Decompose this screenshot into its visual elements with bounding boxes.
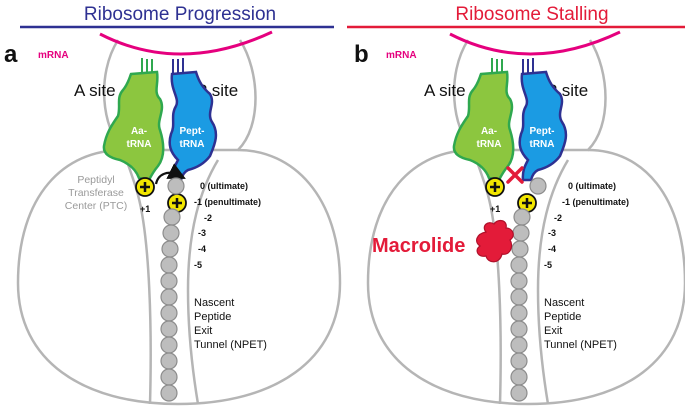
peptide-residue-2: [513, 208, 531, 226]
peptide-residue-3: [512, 224, 530, 242]
panel-a-letter: a: [4, 41, 18, 68]
ptc-label-line1: Peptidyl: [77, 174, 114, 186]
position-label-0: 0 (ultimate): [568, 181, 616, 191]
peptide-residue-10: [160, 336, 178, 354]
plus-one-label: +1: [140, 204, 150, 214]
peptide-residue-0: [167, 177, 185, 195]
npet-label-line2: Peptide: [194, 311, 231, 323]
pept-trna-label-line2: tRNA: [180, 139, 205, 150]
peptide-residue-4: [161, 240, 179, 258]
mrna-label: mRNA: [386, 50, 417, 61]
peptide-residue-12: [510, 368, 528, 386]
peptide-residue-5: [160, 256, 178, 274]
aa-trna-label-line2: tRNA: [477, 139, 502, 150]
pept-trna-label-line1: Pept-: [180, 126, 205, 137]
peptide-residue-12: [160, 368, 178, 386]
peptide-residue-8: [510, 304, 528, 322]
aa-trna-label-line1: Aa-: [131, 126, 147, 137]
mrna-strand: [449, 30, 621, 56]
panel-b-letter: b: [354, 41, 369, 68]
ribosome-large-subunit: [366, 148, 685, 406]
position-label-3: -3: [198, 228, 206, 238]
tunnel-wall-right: [186, 159, 220, 405]
panel-b: Ribosome Stalling b mRNA A site P site A…: [347, 4, 685, 406]
peptide-residue-9: [510, 320, 528, 338]
nascent-peptide-chain: [160, 177, 185, 402]
nascent-peptide-chain: [510, 177, 547, 402]
npet-label-line4: Tunnel (NPET): [194, 339, 267, 351]
mrna-strand: [99, 30, 273, 56]
peptide-residue-5: [510, 256, 528, 274]
position-label-4: -4: [198, 244, 206, 254]
macrolide-label: Macrolide: [372, 235, 465, 257]
position-label-0: 0 (ultimate): [200, 181, 248, 191]
npet-label-line1: Nascent: [544, 297, 584, 309]
ptc-label-line2: Transferase: [68, 187, 124, 199]
peptide-residue-9: [160, 320, 178, 338]
npet-label-line3: Exit: [194, 325, 212, 337]
tunnel-wall-right: [536, 159, 570, 405]
position-label-1: -1 (penultimate): [194, 197, 261, 207]
pept-trna-label-line1: Pept-: [530, 126, 555, 137]
aa-trna-label-line2: tRNA: [127, 139, 152, 150]
a-site-label: A site: [74, 81, 116, 100]
npet-label-line2: Peptide: [544, 311, 581, 323]
plus-one-label: +1: [490, 204, 500, 214]
blocked-x-icon: [506, 166, 524, 184]
a-site-plus-icon: [485, 177, 505, 197]
tunnel-wall-left: [136, 194, 152, 405]
ribosome-large-subunit: [16, 148, 342, 406]
macrolide-shape: [476, 219, 514, 263]
a-site-label: A site: [424, 81, 466, 100]
mrna-label: mRNA: [38, 50, 69, 61]
peptide-residue-7: [160, 288, 178, 306]
npet-label-line3: Exit: [544, 325, 562, 337]
position-label-1: -1 (penultimate): [562, 197, 629, 207]
p-site-codon: [522, 58, 534, 74]
position-label-2: -2: [554, 213, 562, 223]
tunnel-wall-left: [486, 194, 502, 405]
panel-a: Ribosome Progression a mRNA A site P sit…: [4, 4, 342, 406]
peptide-residue-8: [160, 304, 178, 322]
position-label-3: -3: [548, 228, 556, 238]
position-label-5: -5: [194, 260, 202, 270]
peptide-residue-6: [160, 272, 178, 290]
aa-trna-label-line1: Aa-: [481, 126, 497, 137]
position-label-2: -2: [204, 213, 212, 223]
p-site-codon: [172, 58, 184, 74]
ptc-label-line3: Center (PTC): [65, 200, 127, 212]
aa-trna-shape: [102, 70, 165, 182]
peptide-residue-13: [510, 384, 528, 402]
panel-b-title: Ribosome Stalling: [455, 4, 608, 25]
peptide-residue-10: [510, 336, 528, 354]
aa-trna-shape: [452, 70, 515, 182]
npet-label-line4: Tunnel (NPET): [544, 339, 617, 351]
peptide-residue-11: [160, 352, 178, 370]
position-label-5: -5: [544, 260, 552, 270]
peptide-residue-13: [160, 384, 178, 402]
npet-label-line1: Nascent: [194, 297, 234, 309]
pept-trna-label-line2: tRNA: [530, 139, 555, 150]
peptide-residue-4: [511, 240, 529, 258]
peptide-residue-0: [529, 177, 547, 195]
curved-arrow-icon: [154, 163, 186, 185]
peptide-residue-11: [510, 352, 528, 370]
position-label-4: -4: [548, 244, 556, 254]
a-site-plus-icon: [135, 177, 155, 197]
peptide-residue-7: [510, 288, 528, 306]
pept-trna-shape: [518, 70, 568, 182]
peptide-residue-6: [510, 272, 528, 290]
peptide-residue-2: [163, 208, 181, 226]
panel-a-title: Ribosome Progression: [84, 4, 276, 25]
peptide-residue-3: [162, 224, 180, 242]
